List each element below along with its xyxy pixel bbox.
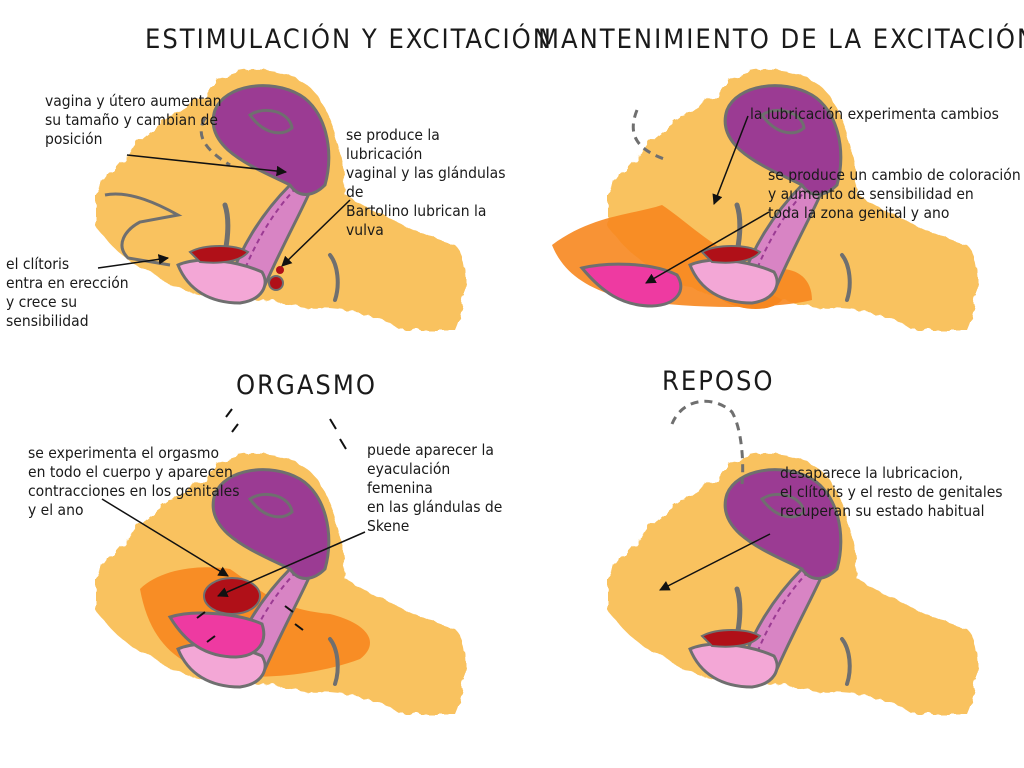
anatomy-illustration	[512, 399, 1024, 768]
panel-title: MANTENIMIENTO DE LA EXCITACIÓN	[538, 24, 1024, 55]
label-lubricacion-cambios: la lubricación experimenta cambios	[750, 105, 999, 123]
label-lubricacion: se produce la lubricación vaginal y las …	[346, 126, 506, 239]
panel-reposo: REPOSO desaparece la lubricacion, el clí…	[512, 366, 1024, 768]
panel-title: ESTIMULACIÓN Y EXCITACIÓN	[145, 24, 553, 55]
label-orgasmo: se experimenta el orgasmo en todo el cue…	[28, 444, 240, 519]
panel-title: ORGASMO	[236, 370, 377, 401]
panel-orgasmo: ORGASMO se experimenta el orgasmo en tod…	[0, 370, 512, 768]
label-clitoris: el clítoris entra en erección y crece su…	[6, 255, 129, 330]
anatomy-illustration	[0, 0, 512, 384]
label-reposo: desaparece la lubricacion, el clítoris y…	[780, 464, 1003, 520]
anatomy-illustration	[0, 408, 512, 768]
panel-mantenimiento: MANTENIMIENTO DE LA EXCITACIÓN la lubric…	[512, 0, 1024, 384]
panel-title: REPOSO	[662, 366, 775, 397]
label-eyaculacion: puede aparecer la eyaculación femenina e…	[367, 441, 503, 535]
label-vagina-utero: vagina y útero aumentan su tamaño y camb…	[45, 92, 222, 148]
anatomy-illustration	[552, 0, 1024, 384]
label-coloracion: se produce un cambio de coloración y aum…	[768, 166, 1021, 222]
panel-estimulacion: ESTIMULACIÓN Y EXCITACIÓN vagina y útero…	[0, 0, 551, 384]
